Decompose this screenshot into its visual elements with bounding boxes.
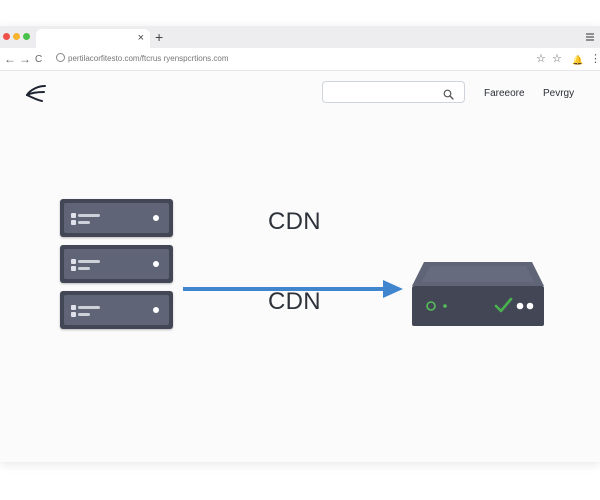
site-info-icon[interactable]	[56, 53, 65, 62]
drive-slot	[78, 267, 90, 270]
power-indicator-icon	[153, 215, 159, 221]
browser-window: × + ← → C pertilacorfitesto.com/ftcrus r…	[0, 26, 600, 462]
address-bar[interactable]: pertilacorfitesto.com/ftcrus ryenspcrtio…	[52, 51, 572, 66]
nav-link-fareeore[interactable]: Fareeore	[484, 88, 525, 99]
browser-toolbar: ← → C pertilacorfitesto.com/ftcrus ryens…	[0, 48, 600, 71]
drive-led	[71, 305, 76, 310]
search-input[interactable]	[322, 81, 465, 103]
menu-icon[interactable]: ⋮	[590, 53, 600, 65]
close-window-button[interactable]	[3, 33, 10, 40]
server-face	[64, 295, 169, 325]
drive-slot	[78, 260, 100, 263]
tab-close-icon[interactable]: ×	[137, 32, 144, 44]
bookmark-star-icon[interactable]: ☆	[536, 53, 546, 65]
drive-slot	[78, 313, 90, 316]
cdn-label-top: CDN	[268, 208, 321, 235]
power-indicator-icon	[153, 307, 159, 313]
waves-logo-icon[interactable]	[24, 82, 48, 111]
new-tab-button[interactable]: +	[155, 29, 164, 45]
drive-led	[71, 259, 76, 264]
back-button[interactable]: ←	[4, 52, 16, 66]
origin-server-unit	[60, 199, 173, 237]
drive-slot	[78, 221, 90, 224]
drive-slot	[78, 306, 100, 309]
power-indicator-icon	[153, 261, 159, 267]
nav-link-pevrgy[interactable]: Pevrgy	[543, 88, 575, 99]
origin-server-unit	[60, 245, 173, 283]
notifications-icon[interactable]: 🔔	[572, 55, 584, 65]
browser-menu-icon[interactable]	[584, 30, 596, 42]
edge-server-icon	[412, 262, 544, 326]
browser-tab[interactable]: ×	[36, 29, 150, 48]
drive-led	[71, 312, 76, 317]
origin-server-unit	[60, 291, 173, 329]
extensions-icon[interactable]: ☆	[552, 53, 562, 65]
maximize-window-button[interactable]	[23, 33, 30, 40]
drive-led	[71, 266, 76, 271]
cdn-label-bottom: CDN	[268, 288, 321, 315]
search-icon[interactable]	[443, 87, 454, 105]
url-text: pertilacorfitesto.com/ftcrus ryenspcrtio…	[68, 54, 229, 63]
server-face	[64, 249, 169, 279]
drive-slot	[78, 214, 100, 217]
minimize-window-button[interactable]	[13, 33, 20, 40]
drive-led	[71, 220, 76, 225]
reload-button[interactable]: C	[35, 54, 43, 65]
forward-button[interactable]: →	[19, 52, 31, 66]
tab-strip: × +	[0, 26, 600, 48]
drive-led	[71, 213, 76, 218]
server-face	[64, 203, 169, 233]
flow-arrow-icon	[183, 280, 403, 298]
